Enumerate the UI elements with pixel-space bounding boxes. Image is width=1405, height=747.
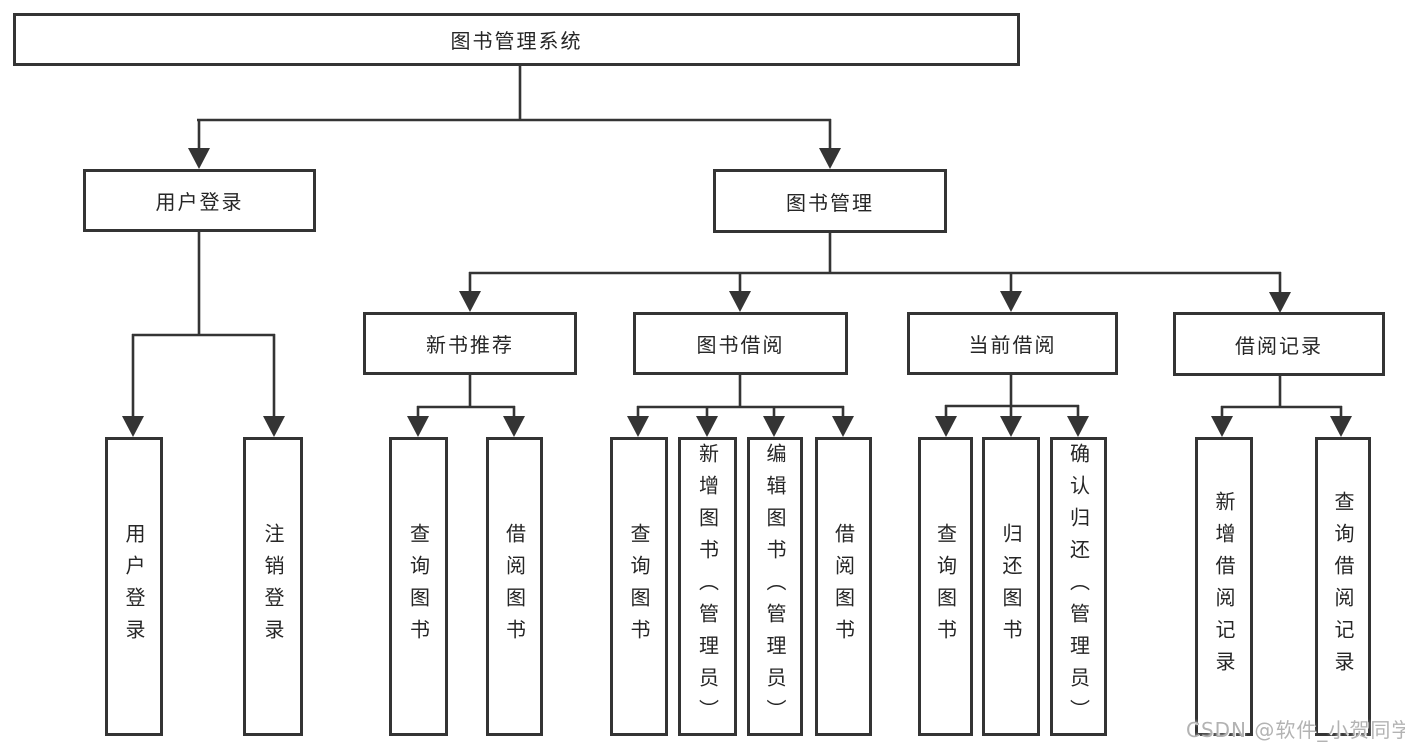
- connector-book-management: [459, 232, 1291, 313]
- node-leaf-logout: 注销登录: [243, 437, 303, 736]
- node-label: 新增借阅记录: [1212, 490, 1236, 683]
- connector-borrowing-records: [1211, 375, 1352, 437]
- node-leaf-return-books: 归还图书: [982, 437, 1040, 736]
- arrowhead: [263, 416, 285, 437]
- node-new-book-recommendation: 新书推荐: [363, 312, 577, 375]
- arrowhead: [1330, 416, 1352, 437]
- arrowhead: [935, 416, 957, 437]
- node-leaf-add-borrow-record: 新增借阅记录: [1195, 437, 1253, 736]
- node-label: 图书管理: [786, 190, 874, 215]
- arrowhead: [407, 416, 429, 437]
- node-label: 新增图书（管理员）: [695, 442, 720, 731]
- arrowhead: [503, 416, 525, 437]
- connector-user-login: [122, 231, 285, 437]
- node-label: 确认归还（管理员）: [1066, 442, 1091, 731]
- node-root: 图书管理系统: [13, 13, 1020, 66]
- arrowhead: [459, 291, 481, 312]
- node-leaf-borrow-books-2: 借阅图书: [815, 437, 872, 736]
- node-leaf-query-borrow-record: 查询借阅记录: [1315, 437, 1371, 736]
- node-leaf-edit-books-admin: 编辑图书（管理员）: [747, 437, 803, 736]
- arrowhead: [1000, 291, 1022, 312]
- arrowhead: [729, 291, 751, 312]
- arrowhead: [1269, 292, 1291, 313]
- node-label: 查询图书: [933, 522, 958, 651]
- node-label: 归还图书: [999, 522, 1023, 651]
- node-current-borrowing: 当前借阅: [907, 312, 1118, 375]
- arrowhead: [696, 416, 718, 437]
- arrowhead: [1067, 416, 1089, 437]
- node-label: 查询借阅记录: [1331, 490, 1355, 683]
- arrowhead: [763, 416, 785, 437]
- node-label: 当前借阅: [968, 333, 1057, 357]
- node-label: 图书管理系统: [450, 29, 583, 53]
- arrowhead: [188, 148, 210, 169]
- node-leaf-query-books-2: 查询图书: [610, 437, 668, 736]
- node-label: 查询图书: [406, 522, 431, 651]
- watermark-text: CSDN @软件_小贺同学: [1186, 718, 1405, 742]
- connector-current-borrowing: [935, 374, 1089, 437]
- node-label: 图书借阅: [696, 333, 785, 357]
- node-label: 查询图书: [627, 522, 651, 651]
- node-label: 用户登录: [122, 522, 146, 651]
- node-label: 借阅图书: [502, 522, 527, 651]
- node-borrowing-records: 借阅记录: [1173, 312, 1385, 376]
- arrowhead: [627, 416, 649, 437]
- node-label: 新书推荐: [426, 333, 514, 357]
- node-book-management: 图书管理: [713, 169, 947, 233]
- node-book-borrowing: 图书借阅: [633, 312, 848, 375]
- node-label: 用户登录: [155, 190, 244, 214]
- node-label: 借阅记录: [1235, 333, 1323, 358]
- node-leaf-add-books-admin: 新增图书（管理员）: [678, 437, 737, 736]
- node-leaf-user-login: 用户登录: [105, 437, 163, 736]
- node-leaf-query-books-1: 查询图书: [389, 437, 448, 736]
- connector-root: [188, 66, 841, 169]
- node-label: 借阅图书: [831, 522, 856, 651]
- arrowhead: [122, 416, 144, 437]
- node-label: 编辑图书（管理员）: [763, 442, 787, 731]
- node-label: 注销登录: [261, 522, 285, 651]
- arrowhead: [1211, 416, 1233, 437]
- connector-new-book-recommendation: [407, 374, 525, 437]
- node-leaf-borrow-books-1: 借阅图书: [486, 437, 543, 736]
- node-user-login: 用户登录: [83, 169, 316, 232]
- arrowhead: [819, 148, 841, 169]
- node-leaf-confirm-return-admin: 确认归还（管理员）: [1050, 437, 1107, 736]
- connector-book-borrowing: [627, 374, 854, 437]
- arrowhead: [1000, 416, 1022, 437]
- arrowhead: [832, 416, 854, 437]
- node-leaf-query-books-3: 查询图书: [918, 437, 973, 736]
